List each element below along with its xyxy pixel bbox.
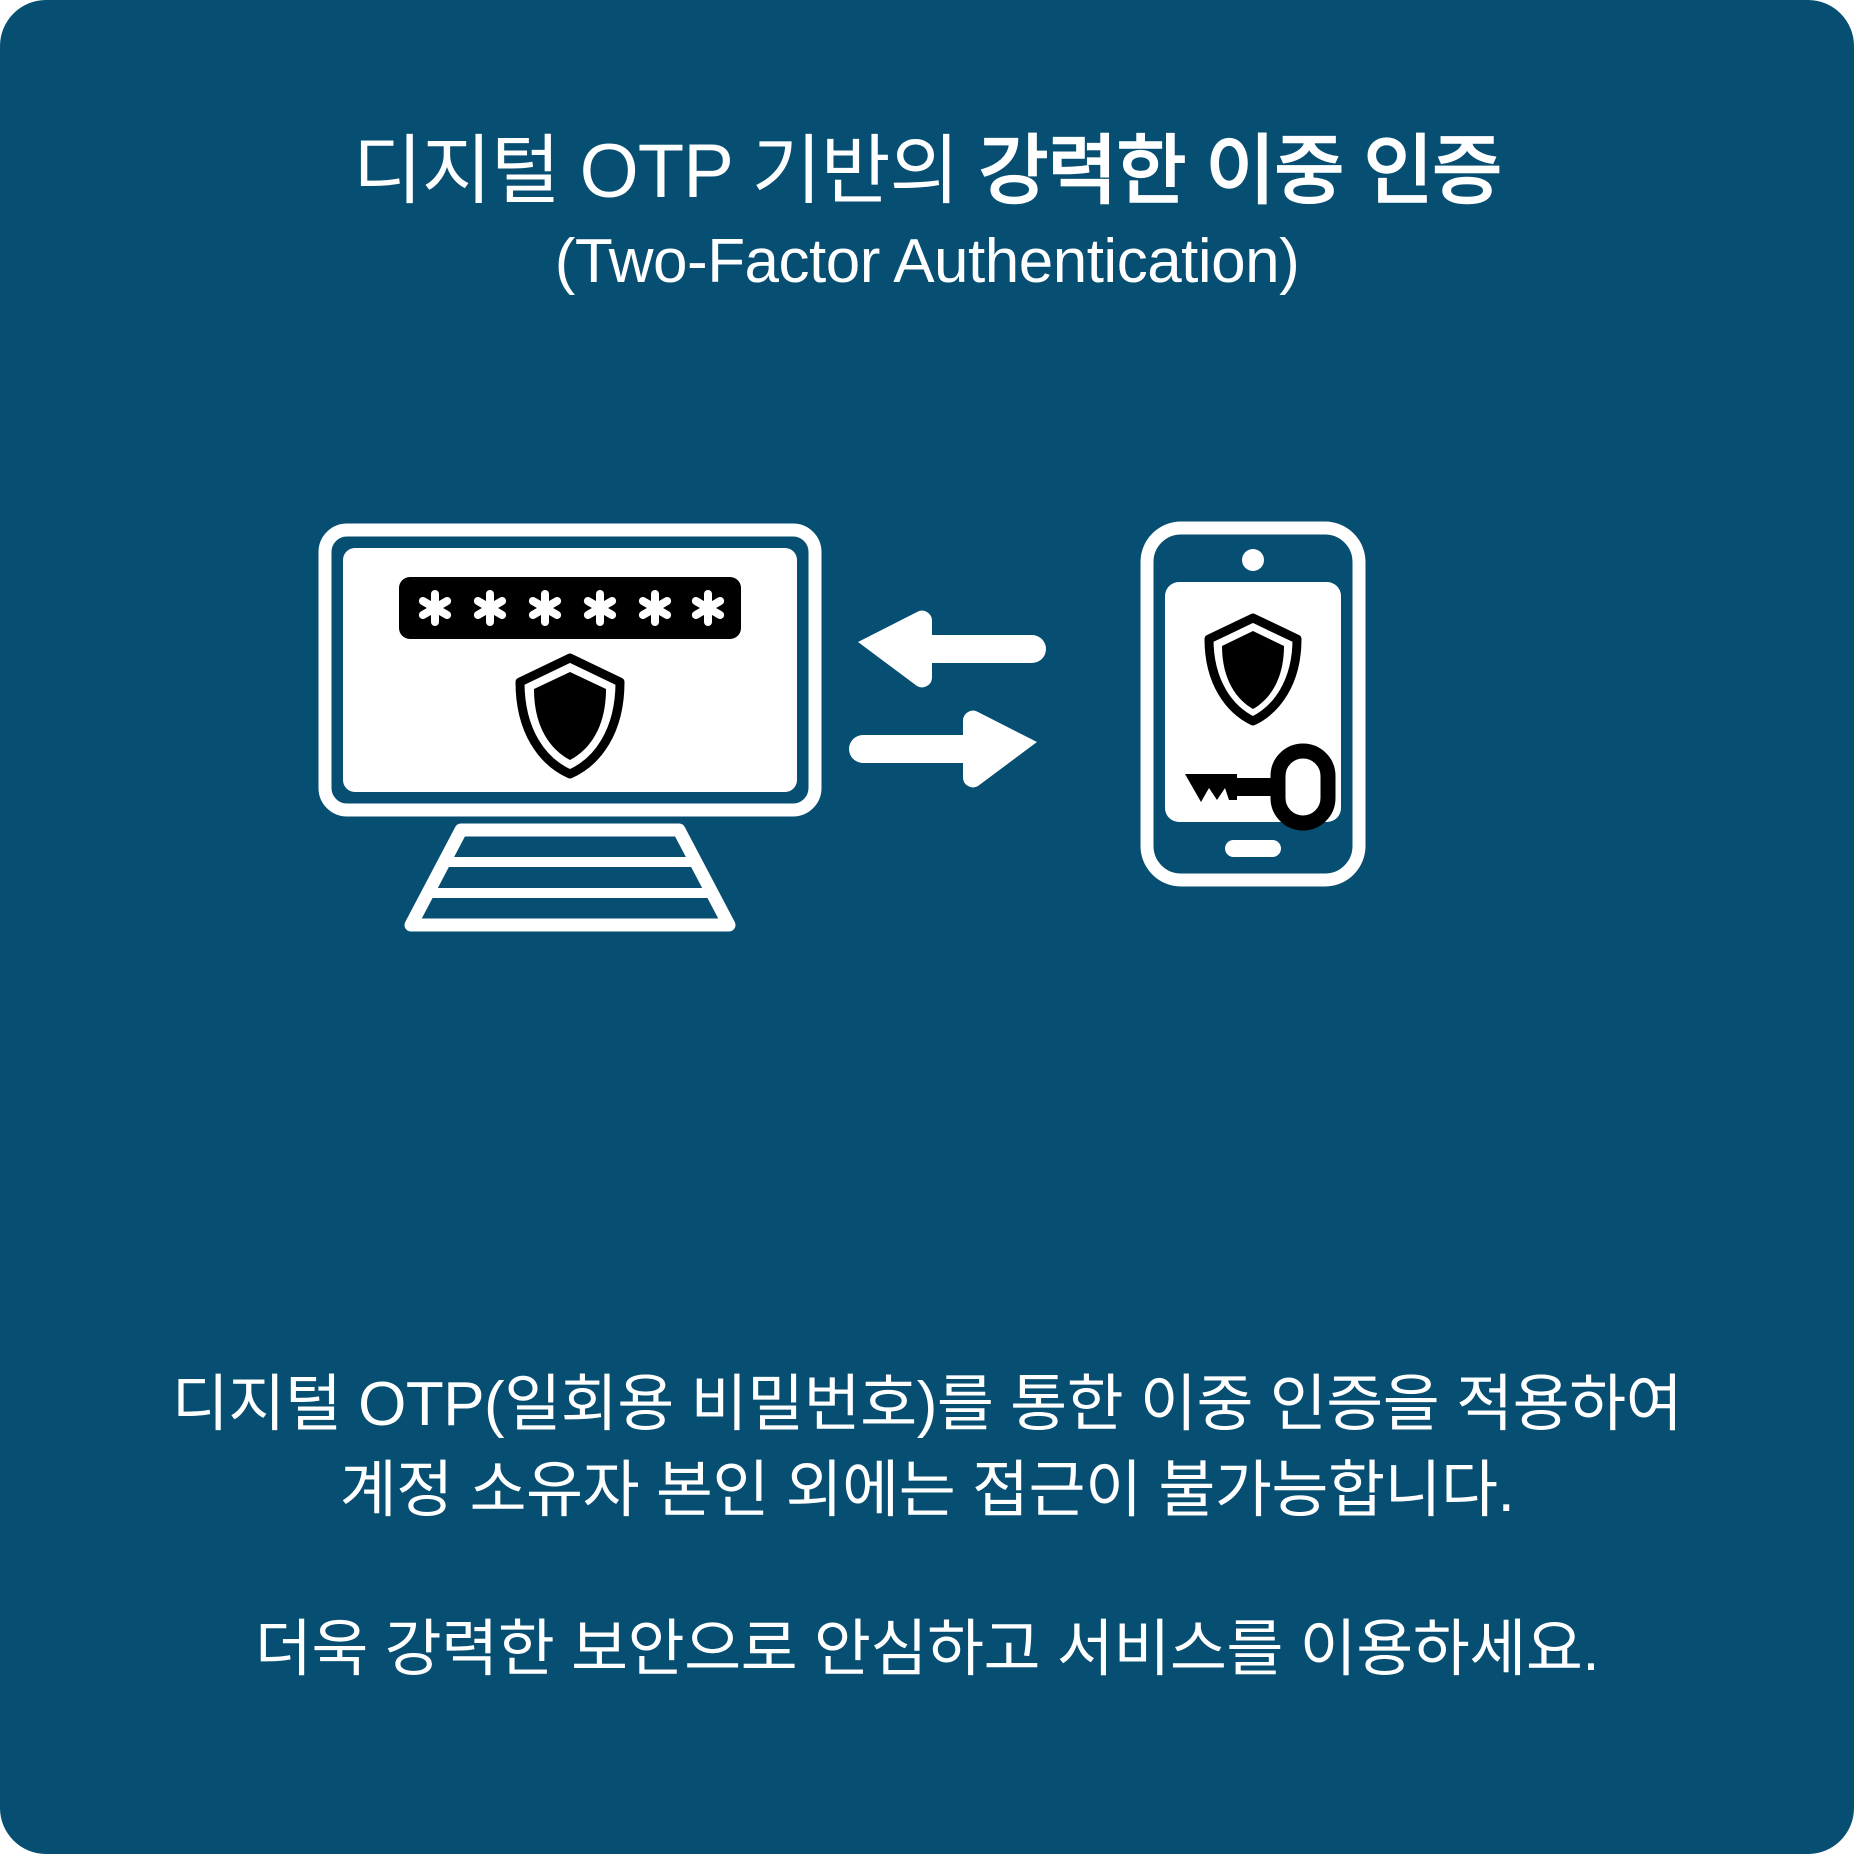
password-mask-asterisk bbox=[691, 590, 725, 626]
keyboard-key-rows bbox=[429, 857, 711, 898]
password-field-background bbox=[399, 577, 741, 639]
body-paragraph-1: 디지털 OTP(일회용 비밀번호)를 통한 이중 인증을 적용하여 계정 소유자… bbox=[60, 1362, 1794, 1533]
password-mask-asterisk bbox=[418, 590, 452, 626]
arrow-right-icon bbox=[849, 710, 1037, 788]
page-title-emphasis: 강력한 이중 인증 bbox=[978, 129, 1503, 214]
password-mask-asterisk bbox=[583, 590, 617, 626]
laptop-outer-frame bbox=[318, 523, 822, 817]
phone-outer-frame bbox=[1140, 521, 1366, 887]
laptop-keyboard bbox=[404, 823, 736, 932]
shield-icon bbox=[515, 653, 625, 779]
phone-home-button bbox=[1225, 840, 1281, 857]
password-field bbox=[399, 577, 741, 639]
page-title: 디지털 OTP 기반의 강력한 이중 인증 bbox=[0, 129, 1854, 214]
password-mask-asterisk bbox=[638, 590, 672, 626]
key-icon bbox=[1185, 743, 1336, 831]
password-mask-characters bbox=[418, 590, 725, 626]
password-mask-asterisk bbox=[528, 590, 562, 626]
smartphone-illustration bbox=[1140, 521, 1366, 887]
sync-arrows bbox=[849, 610, 1046, 788]
card-body-copy: 디지털 OTP(일회용 비밀번호)를 통한 이중 인증을 적용하여 계정 소유자… bbox=[60, 1300, 1794, 1755]
password-mask-asterisk bbox=[473, 590, 507, 626]
phone-camera-dot bbox=[1242, 549, 1264, 571]
laptop-illustration bbox=[318, 523, 822, 932]
body-paragraph-1-line-1: 디지털 OTP(일회용 비밀번호)를 통한 이중 인증을 적용하여 bbox=[171, 1370, 1683, 1439]
arrow-left-icon bbox=[858, 610, 1046, 688]
page-subtitle: (Two-Factor Authentication) bbox=[554, 226, 1300, 296]
body-paragraph-1-line-2: 계정 소유자 본인 외에는 접근이 불가능합니다. bbox=[339, 1455, 1515, 1525]
keyboard-outline bbox=[404, 823, 736, 932]
shield-icon bbox=[1204, 613, 1302, 726]
body-paragraph-2-line-1: 더욱 강력한 보안으로 안심하고 서비스를 이용하세요. bbox=[254, 1615, 1600, 1685]
page-title-plain: 디지털 OTP 기반의 bbox=[352, 129, 979, 214]
card-header: 디지털 OTP 기반의 강력한 이중 인증 (Two-Factor Authen… bbox=[0, 129, 1854, 296]
two-factor-illustration bbox=[0, 520, 1854, 950]
body-paragraph-2: 더욱 강력한 보안으로 안심하고 서비스를 이용하세요. bbox=[60, 1607, 1794, 1693]
